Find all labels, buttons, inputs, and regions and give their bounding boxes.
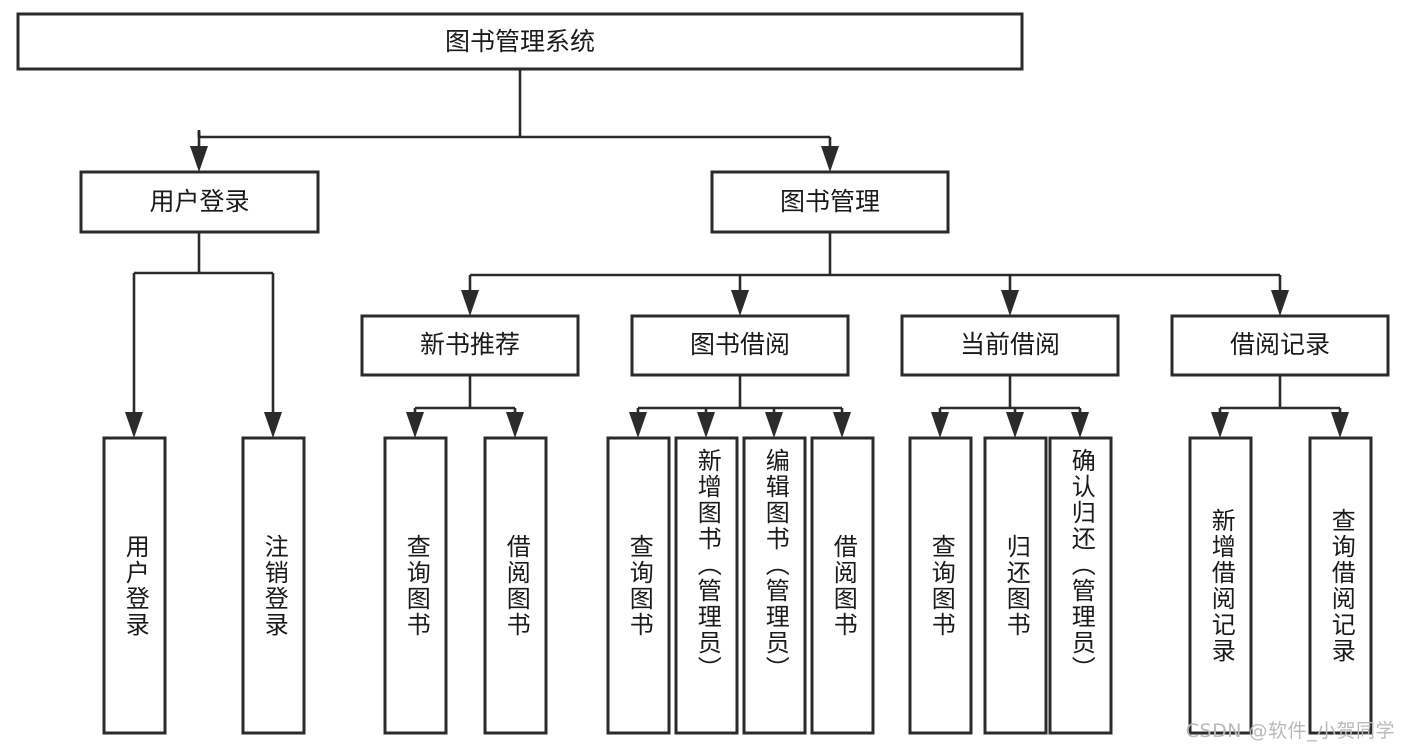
node-user-login-box[interactable] xyxy=(79,170,320,234)
arrow-book-borrow xyxy=(731,290,749,316)
leaf-box-edit-book-admin[interactable] xyxy=(742,436,807,735)
arrow-leaf-edit-book-admin xyxy=(765,412,783,438)
arrow-leaf-query-book-1 xyxy=(406,412,424,438)
arrow-leaf-borrow-book-2 xyxy=(833,412,851,438)
leaf-box-add-book-admin[interactable] xyxy=(674,436,739,735)
connector-layer xyxy=(125,69,1349,438)
node-new-book-recommend-box[interactable] xyxy=(360,314,580,377)
leaf-box-query-book-3[interactable] xyxy=(908,436,973,735)
arrow-leaf-return-book xyxy=(1006,412,1024,438)
arrow-book-management xyxy=(821,146,839,172)
node-book-borrow-box[interactable] xyxy=(630,314,850,377)
leaf-box-borrow-book-1[interactable] xyxy=(483,436,548,735)
node-borrow-record-box[interactable] xyxy=(1170,314,1390,377)
node-book-management-label: 图书管理 xyxy=(780,187,880,216)
leaf-box-query-book-1[interactable] xyxy=(383,436,448,735)
arrow-leaf-confirm-return xyxy=(1071,412,1089,438)
leaf-box-confirm-return[interactable] xyxy=(1048,436,1113,735)
arrow-leaf-add-record xyxy=(1211,412,1229,438)
node-book-borrow[interactable]: 图书借阅 xyxy=(630,314,850,377)
arrow-leaf-add-book-admin xyxy=(697,412,715,438)
node-borrow-record-label: 借阅记录 xyxy=(1230,330,1330,359)
arrow-leaf-query-book-3 xyxy=(931,412,949,438)
node-borrow-record[interactable]: 借阅记录 xyxy=(1170,314,1390,377)
node-book-management-box[interactable] xyxy=(710,170,950,234)
arrow-new-book-recommend xyxy=(461,290,479,316)
node-root-box[interactable] xyxy=(16,12,1024,71)
node-user-login[interactable]: 用户登录 xyxy=(79,170,320,234)
node-current-borrow-box[interactable] xyxy=(900,314,1120,377)
arrow-borrow-record xyxy=(1271,290,1289,316)
leaf-box-borrow-book-2[interactable] xyxy=(810,436,875,735)
node-new-book-recommend[interactable]: 新书推荐 xyxy=(360,314,580,377)
node-new-book-recommend-label: 新书推荐 xyxy=(420,330,520,359)
node-book-borrow-label: 图书借阅 xyxy=(690,330,790,359)
csdn-watermark: CSDN @软件_小贺同学 xyxy=(1185,720,1395,742)
leaf-box-query-record[interactable] xyxy=(1308,436,1373,735)
node-current-borrow[interactable]: 当前借阅 xyxy=(900,314,1120,377)
leaf-box-query-book-2[interactable] xyxy=(606,436,671,735)
arrow-leaf-user-login xyxy=(125,412,143,438)
leaf-box-layer xyxy=(102,436,1373,735)
arrow-current-borrow xyxy=(1001,290,1019,316)
node-root[interactable]: 图书管理系统 xyxy=(16,12,1024,71)
arrow-leaf-query-book-2 xyxy=(629,412,647,438)
arrow-leaf-logout xyxy=(264,412,282,438)
leaf-box-user-login[interactable] xyxy=(102,436,167,735)
arrow-user-login xyxy=(190,146,208,172)
node-user-login-label: 用户登录 xyxy=(149,187,249,216)
node-root-label: 图书管理系统 xyxy=(445,27,595,56)
leaf-box-add-record[interactable] xyxy=(1188,436,1253,735)
arrow-leaf-borrow-book-1 xyxy=(506,412,524,438)
arrow-leaf-query-record xyxy=(1331,412,1349,438)
node-book-management[interactable]: 图书管理 xyxy=(710,170,950,234)
leaf-box-logout[interactable] xyxy=(241,436,306,735)
leaf-box-return-book[interactable] xyxy=(983,436,1048,735)
node-current-borrow-label: 当前借阅 xyxy=(960,330,1060,359)
